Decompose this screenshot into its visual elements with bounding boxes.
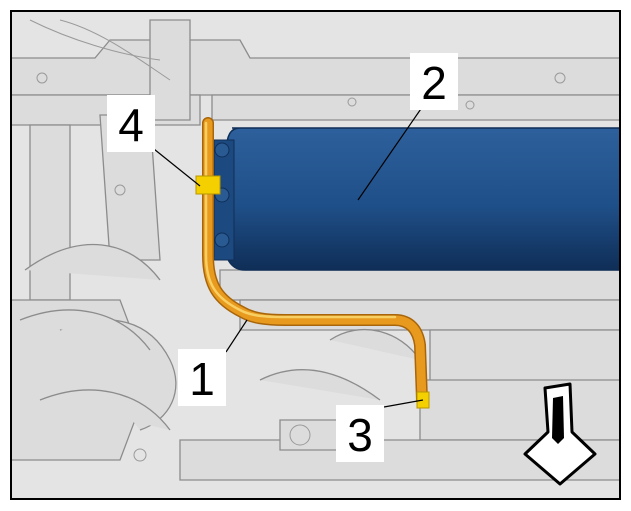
callout-4: 4 (107, 95, 155, 152)
clip-upper (195, 175, 221, 195)
pipe (202, 117, 428, 406)
callout-2-label: 2 (421, 57, 447, 109)
callout-4-label: 4 (118, 99, 144, 151)
detail-lines (29, 19, 566, 462)
callout-1-box (178, 349, 226, 406)
leader-line-2 (357, 102, 426, 201)
callout-3-label: 3 (347, 409, 373, 461)
leader-line-1 (225, 319, 248, 353)
callout-2-box (410, 53, 458, 110)
callout-1-label: 1 (189, 353, 215, 405)
tank (213, 127, 621, 271)
callout-4-box (107, 95, 155, 152)
callout-3-box (336, 405, 384, 462)
callout-3: 3 (336, 405, 384, 462)
down-arrow-icon (523, 382, 597, 486)
leader-line-3 (383, 399, 424, 408)
callout-2: 2 (410, 53, 458, 110)
figure-frame (10, 10, 621, 500)
callout-1: 1 (178, 349, 226, 406)
